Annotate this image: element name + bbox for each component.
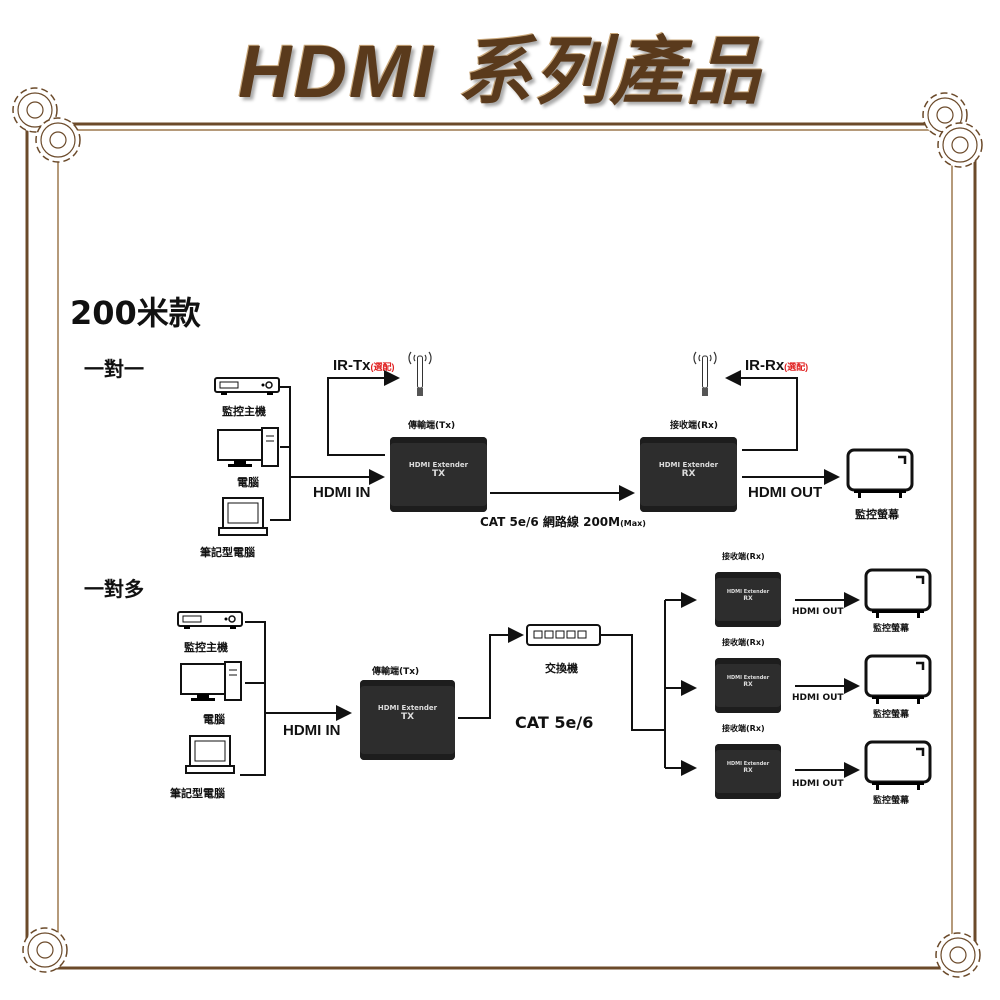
one-to-many-heading: 一對多 (84, 577, 144, 601)
connector-lines (240, 592, 860, 778)
monitor-icon (846, 448, 914, 500)
hdmi-in-label: HDMI IN (283, 722, 341, 739)
hdmi-in-label: HDMI IN (313, 484, 371, 501)
source-label: 監控主機 (222, 405, 266, 418)
cable-text: CAT 5e/6 網路線 200M (480, 515, 621, 529)
optional-note: (選配) (370, 362, 395, 372)
laptop-icon (218, 497, 268, 536)
device-name: HDMI Extender (377, 704, 438, 712)
gear-icon (35, 117, 81, 163)
source-label: 電腦 (237, 476, 259, 489)
rx-label: 接收端(Rx) (722, 552, 765, 561)
device-type: RX (681, 469, 696, 479)
device-name: HDMI Extender (726, 675, 770, 681)
ir-tx-label: IR-Tx(選配) (333, 357, 395, 374)
dvr-icon (214, 377, 280, 396)
cable-max: (Max) (620, 519, 646, 528)
source-label: 筆記型電腦 (170, 787, 225, 800)
ir-rx-text: IR-Rx (745, 357, 785, 374)
tx-label: 傳輸端(Tx) (408, 421, 456, 431)
one-to-one-heading: 一對一 (84, 357, 144, 381)
device-name: HDMI Extender (726, 589, 770, 595)
page-title: HDMI 系列產品 (238, 30, 762, 113)
rx-label: 接收端(Rx) (670, 421, 718, 431)
gear-icon (937, 122, 983, 168)
monitor-icon (864, 568, 932, 620)
source-label: 電腦 (203, 713, 225, 726)
cable-label: CAT 5e/6 網路線 200M(Max) (480, 513, 646, 530)
device-type: TX (431, 469, 446, 479)
laptop-icon (185, 735, 235, 774)
hdmi-out-label: HDMI OUT (792, 607, 844, 617)
network-switch-icon (526, 624, 601, 646)
monitor-icon (864, 654, 932, 706)
antenna-icon (408, 351, 432, 397)
decorative-frame (25, 122, 977, 970)
dvr-icon (177, 611, 243, 630)
device-type: TX (400, 712, 415, 722)
gear-icon (935, 932, 981, 978)
source-label: 監控主機 (184, 641, 228, 654)
switch-label: 交換機 (545, 662, 578, 675)
tx-label: 傳輸端(Tx) (372, 667, 420, 677)
rx-label: 接收端(Rx) (722, 638, 765, 647)
model-heading: 200米款 (70, 294, 201, 332)
antenna-icon (693, 351, 717, 397)
device-name: HDMI Extender (658, 461, 719, 469)
cable-label: CAT 5e/6 (515, 713, 594, 732)
rx-label: 接收端(Rx) (722, 724, 765, 733)
monitor-label: 監控螢幕 (873, 624, 910, 634)
monitor-label: 監控螢幕 (855, 508, 899, 521)
ir-tx-text: IR-Tx (333, 357, 371, 374)
device-type: RX (743, 681, 753, 688)
monitor-label: 監控螢幕 (873, 710, 910, 720)
device-name: HDMI Extender (726, 761, 770, 767)
desktop-pc-icon (180, 661, 242, 702)
hdmi-out-label: HDMI OUT (748, 484, 823, 501)
device-type: RX (743, 767, 753, 774)
device-type: RX (743, 595, 753, 602)
source-label: 筆記型電腦 (200, 546, 255, 559)
monitor-label: 監控螢幕 (873, 796, 910, 806)
hdmi-out-label: HDMI OUT (792, 693, 844, 703)
hdmi-out-label: HDMI OUT (792, 779, 844, 789)
ir-rx-label: IR-Rx(選配) (745, 357, 808, 374)
connector-lines (270, 370, 840, 521)
gear-icon (22, 927, 68, 973)
device-name: HDMI Extender (408, 461, 469, 469)
desktop-pc-icon (217, 427, 279, 468)
optional-note: (選配) (784, 362, 809, 372)
monitor-icon (864, 740, 932, 792)
